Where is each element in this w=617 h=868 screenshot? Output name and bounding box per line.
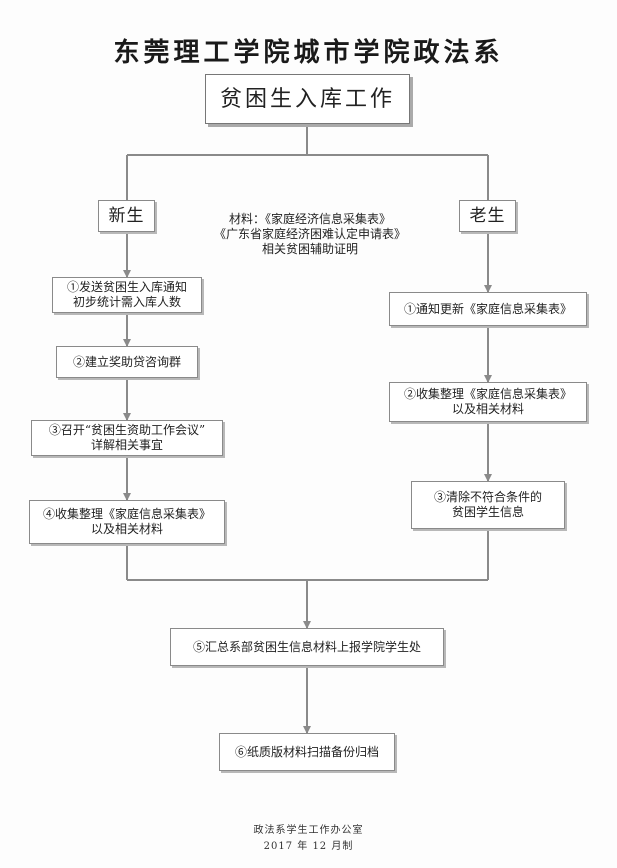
new-step-1: ①发送贫困生入库通知 初步统计需入库人数 xyxy=(52,277,202,313)
final-step-1: ⑤汇总系部贫困生信息材料上报学院学生处 xyxy=(170,628,444,666)
old-step-3: ③清除不符合条件的 贫困学生信息 xyxy=(411,481,565,529)
footer-date: 2017 年 12 月制 xyxy=(263,841,354,852)
materials-line-3: 相关贫困辅助证明 xyxy=(261,242,358,256)
old-step-1: ①通知更新《家庭信息采集表》 xyxy=(389,292,587,326)
document-title: 东莞理工学院城市学院政法系 xyxy=(113,38,504,68)
new-step-4: ④收集整理《家庭信息采集表》 以及相关材料 xyxy=(29,500,225,544)
old-students-label: 老生 xyxy=(459,200,516,232)
materials-note: 材料：《家庭经济信息采集表》 《广东省家庭经济困难认定申请表》 相关贫困辅助证明 xyxy=(190,212,430,257)
final-step-2: ⑥纸质版材料扫描备份归档 xyxy=(219,733,395,771)
new-step-2: ②建立奖助贷咨询群 xyxy=(56,346,198,378)
heading-text: 贫困生入库工作 xyxy=(219,86,395,112)
old-step-2: ②收集整理《家庭信息采集表》 以及相关材料 xyxy=(389,382,587,422)
new-step-3: ③召开“贫困生资助工作会议” 详解相关事宜 xyxy=(31,420,223,456)
materials-line-2: 《广东省家庭经济困难认定申请表》 xyxy=(213,227,406,241)
materials-line-1: 材料：《家庭经济信息采集表》 xyxy=(228,212,391,226)
new-students-label: 新生 xyxy=(98,200,155,232)
heading-box: 贫困生入库工作 xyxy=(205,74,410,124)
footer-office: 政法系学生工作办公室 xyxy=(253,825,364,836)
